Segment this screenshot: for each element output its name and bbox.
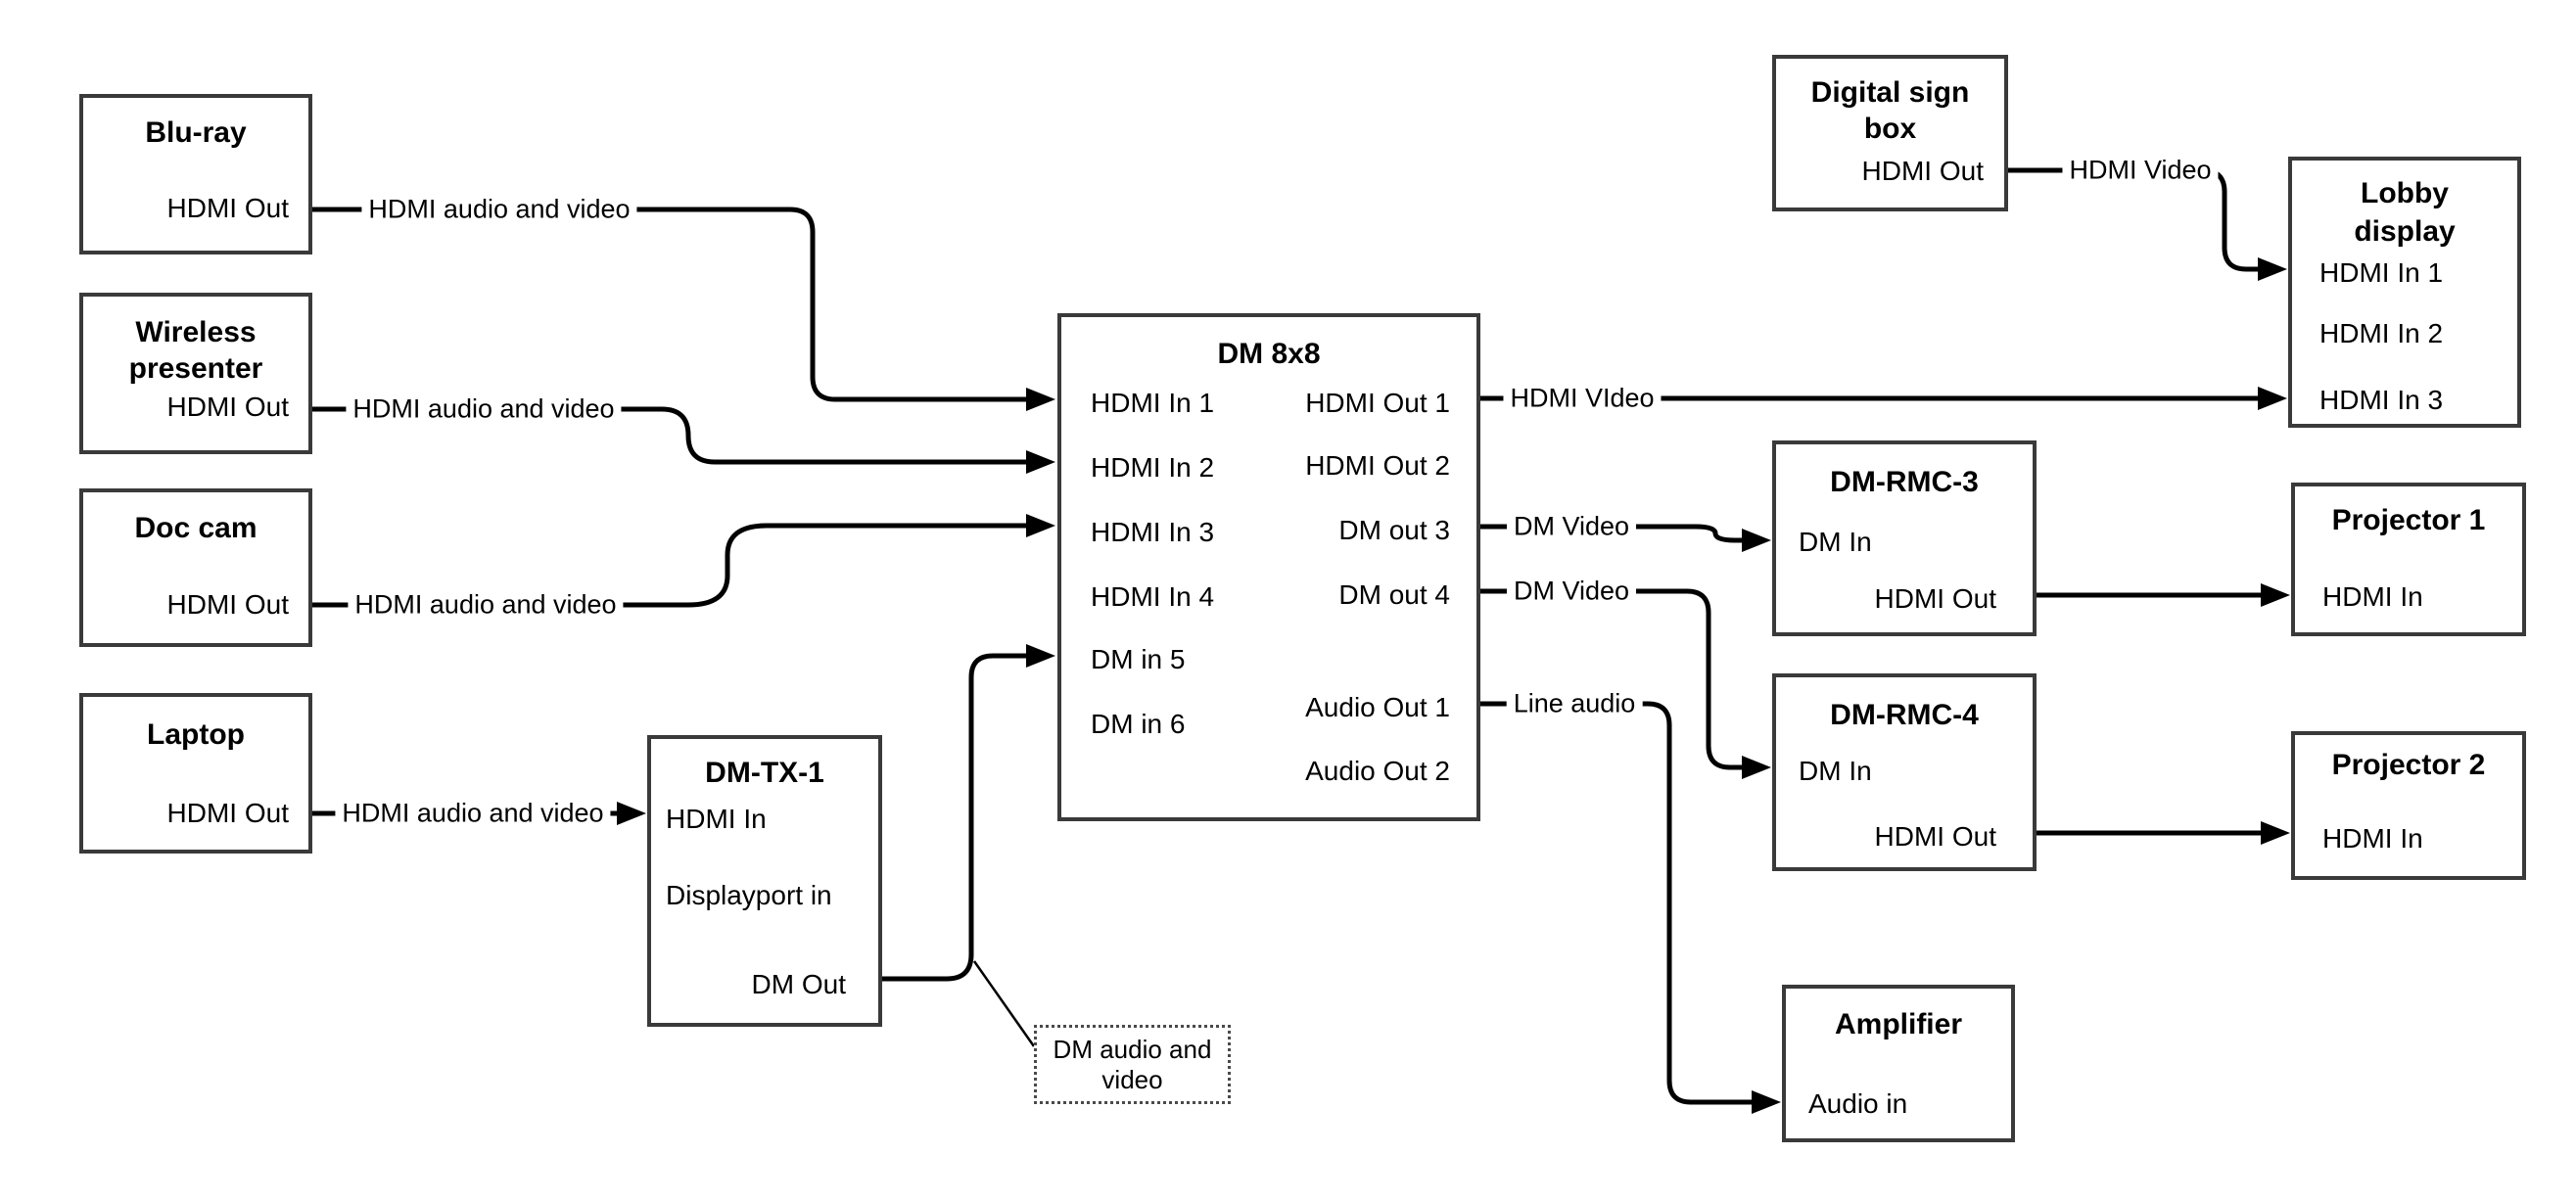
node-dm-tx-1: DM-TX-1 HDMI In Displayport in DM Out (647, 735, 882, 1027)
edge-label-dm-out4: DM Video (1506, 576, 1637, 607)
wireless-title-line1: Wireless (135, 316, 257, 348)
dm8x8-port-dm-out-3: DM out 3 (1338, 515, 1450, 545)
dmrmc4-port-hdmi-out: HDMI Out (1874, 821, 1996, 852)
wireless-port-hdmi-out: HDMI Out (166, 392, 289, 422)
arrowhead-dmrmc3-dm-in (1742, 529, 1771, 552)
edge-label-hdmi-out1: HDMI VIdeo (1503, 383, 1662, 414)
node-wireless-presenter: Wireless presenter HDMI Out (79, 293, 312, 454)
dm8x8-title: DM 8x8 (1217, 338, 1321, 370)
proj2-port-hdmi-in: HDMI In (2322, 823, 2423, 854)
edge-label-dm-out3: DM Video (1506, 511, 1637, 542)
node-dm-rmc-3: DM-RMC-3 DM In HDMI Out (1772, 440, 2037, 636)
edge-bluray-to-dm8x8-in1 (312, 207, 1030, 402)
edge-dm8x8-audio1-to-amplifier (1480, 701, 1756, 1105)
node-dm-rmc-4: DM-RMC-4 DM In HDMI Out (1772, 673, 2037, 871)
edge-dm8x8-out4-to-dmrmc4 (1480, 588, 1746, 770)
arrowhead-amplifier-audio-in (1752, 1090, 1781, 1114)
dmtx1-title: DM-TX-1 (705, 757, 824, 789)
proj1-title: Projector 1 (2331, 504, 2486, 536)
lobby-port-hdmi-in-3: HDMI In 3 (2319, 385, 2444, 415)
node-doc-cam: Doc cam HDMI Out (79, 488, 312, 647)
node-projector-2: Projector 2 HDMI In (2291, 731, 2526, 880)
edge-dmtx1-to-dm8x8-in5 (879, 653, 1030, 982)
arrowhead-dmrmc4-dm-in (1742, 756, 1771, 779)
dmrmc4-title: DM-RMC-4 (1830, 699, 1979, 731)
edge-label-laptop: HDMI audio and video (335, 798, 611, 829)
dm8x8-port-audio-out-1: Audio Out 1 (1305, 692, 1450, 722)
edge-label-signbox: HDMI Video (2062, 155, 2219, 186)
node-digital-sign-box: Digital sign box HDMI Out (1772, 55, 2008, 211)
bluray-title: Blu-ray (145, 116, 247, 149)
arrowhead-lobby-in1 (2258, 257, 2287, 281)
note-callout-line (972, 960, 1036, 1047)
node-dm-8x8: DM 8x8 HDMI In 1 HDMI In 2 HDMI In 3 HDM… (1057, 313, 1480, 821)
signbox-port-hdmi-out: HDMI Out (1861, 156, 1984, 186)
dm8x8-port-dm-in-5: DM in 5 (1091, 644, 1186, 674)
bluray-port-hdmi-out: HDMI Out (166, 193, 289, 223)
node-lobby-display: Lobby display HDMI In 1 HDMI In 2 HDMI I… (2288, 157, 2521, 428)
dm8x8-port-hdmi-out-1: HDMI Out 1 (1305, 388, 1450, 418)
arrowhead-dm8x8-in2 (1026, 450, 1055, 474)
dmrmc3-port-hdmi-out: HDMI Out (1874, 583, 1996, 614)
dm8x8-port-hdmi-in-3: HDMI In 3 (1091, 517, 1215, 547)
dm8x8-port-hdmi-in-4: HDMI In 4 (1091, 581, 1215, 612)
dm8x8-port-dm-out-4: DM out 4 (1338, 579, 1450, 610)
lobby-title-line2: display (2354, 215, 2456, 248)
dmtx1-port-dm-out: DM Out (751, 969, 846, 999)
dm8x8-port-hdmi-in-1: HDMI In 1 (1091, 388, 1215, 418)
proj1-port-hdmi-in: HDMI In (2322, 581, 2423, 612)
note-line1: DM audio and (1053, 1034, 1212, 1064)
arrowhead-proj2-hdmi-in (2261, 821, 2290, 845)
lobby-port-hdmi-in-1: HDMI In 1 (2319, 257, 2444, 288)
dmrmc4-port-dm-in: DM In (1799, 756, 1872, 786)
edge-label-doccam: HDMI audio and video (348, 589, 624, 621)
doccam-title: Doc cam (134, 512, 258, 544)
edge-dm8x8-out3-to-dmrmc3 (1480, 524, 1746, 543)
edge-label-wireless: HDMI audio and video (346, 393, 622, 425)
lobby-title-line1: Lobby (2361, 177, 2449, 209)
note-line2: video (1101, 1064, 1163, 1094)
laptop-port-hdmi-out: HDMI Out (166, 798, 289, 828)
signbox-title-line2: box (1863, 113, 1917, 145)
node-amplifier: Amplifier Audio in (1782, 985, 2015, 1142)
laptop-title: Laptop (147, 718, 245, 751)
dm8x8-port-audio-out-2: Audio Out 2 (1305, 756, 1450, 786)
dm8x8-port-hdmi-in-2: HDMI In 2 (1091, 452, 1215, 483)
dmrmc3-title: DM-RMC-3 (1830, 466, 1979, 498)
proj2-title: Projector 2 (2331, 749, 2486, 781)
arrowhead-dm8x8-in1 (1026, 388, 1055, 411)
dmrmc3-port-dm-in: DM In (1799, 527, 1872, 557)
edge-label-bluray: HDMI audio and video (361, 194, 637, 225)
edge-wireless-to-dm8x8-in2 (312, 406, 1030, 465)
note-dm-audio-and-video: DM audio and video (1034, 1025, 1231, 1104)
lobby-port-hdmi-in-2: HDMI In 2 (2319, 318, 2444, 348)
arrowhead-dmtx1-hdmi-in (617, 802, 646, 825)
arrowhead-dm8x8-in5 (1026, 644, 1055, 668)
amplifier-title: Amplifier (1834, 1008, 1963, 1040)
dmtx1-port-hdmi-in: HDMI In (666, 804, 767, 834)
node-projector-1: Projector 1 HDMI In (2291, 483, 2526, 636)
wireless-title-line2: presenter (128, 352, 263, 385)
arrowhead-lobby-in3 (2258, 387, 2287, 410)
dm8x8-port-dm-in-6: DM in 6 (1091, 709, 1186, 739)
arrowhead-dm8x8-in3 (1026, 514, 1055, 537)
doccam-port-hdmi-out: HDMI Out (166, 589, 289, 620)
arrowhead-proj1-hdmi-in (2261, 583, 2290, 607)
amplifier-port-audio-in: Audio in (1808, 1088, 1908, 1119)
dm8x8-port-hdmi-out-2: HDMI Out 2 (1305, 450, 1450, 481)
edge-label-line-audio: Line audio (1506, 688, 1643, 719)
signbox-title-line1: Digital sign (1810, 76, 1970, 109)
node-bluray: Blu-ray HDMI Out (79, 94, 312, 254)
edge-doccam-to-dm8x8-in3 (312, 523, 1030, 608)
dmtx1-port-displayport-in: Displayport in (666, 880, 832, 910)
node-laptop: Laptop HDMI Out (79, 693, 312, 854)
